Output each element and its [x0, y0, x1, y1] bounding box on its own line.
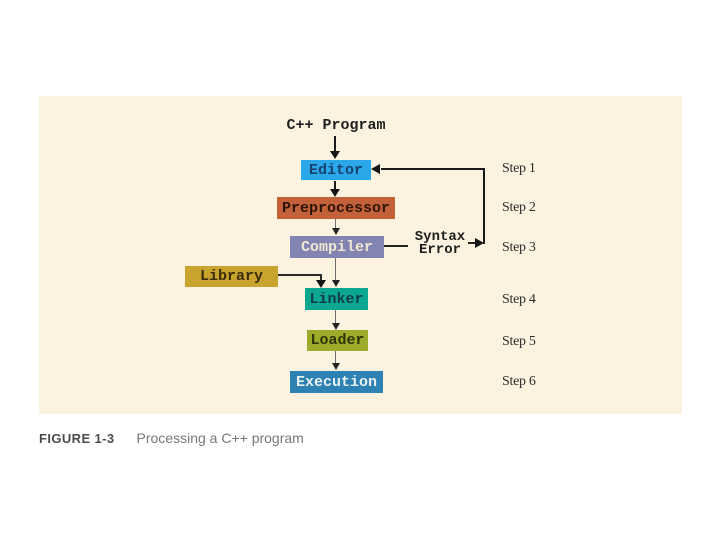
figure-caption-label: FIGURE 1-3	[39, 431, 115, 446]
source-program-label: C++ Program	[286, 117, 386, 134]
node-library: Library	[185, 266, 278, 287]
step-label-4: Step 4	[502, 292, 536, 307]
step-label-2: Step 2	[502, 200, 536, 215]
arrow-preprocessor-to-compiler-line	[335, 219, 336, 229]
arrow-library-to-linker-head	[316, 280, 326, 288]
arrow-linker-to-loader-line	[335, 310, 336, 324]
line-compiler-to-syntax	[384, 245, 408, 247]
arrow-library-to-linker-vline	[320, 274, 322, 281]
arrow-loader-to-execution-line	[335, 351, 336, 364]
step-label-3: Step 3	[502, 240, 536, 255]
step-label-6: Step 6	[502, 374, 536, 389]
loop-horizontal-line	[381, 168, 485, 170]
syntax-error-label: Syntax Error	[408, 229, 472, 258]
node-compiler: Compiler	[290, 236, 384, 258]
arrow-editor-to-preprocessor-head	[330, 189, 340, 197]
node-editor: Editor	[301, 160, 371, 180]
arrow-editor-to-preprocessor-line	[334, 181, 336, 190]
step-label-5: Step 5	[502, 334, 536, 349]
arrow-linker-to-loader-head	[332, 323, 340, 330]
arrow-program-to-editor-head	[330, 151, 340, 159]
arrow-compiler-to-linker-line	[335, 258, 336, 281]
arrow-syntax-to-loop-head	[475, 238, 484, 248]
arrow-program-to-editor-line	[334, 136, 336, 152]
node-linker: Linker	[305, 288, 368, 310]
arrow-loader-to-execution-head	[332, 363, 340, 370]
loop-vertical-line	[483, 168, 485, 244]
node-loader: Loader	[307, 330, 368, 351]
node-preprocessor: Preprocessor	[277, 197, 395, 219]
syntax-error-line1: Syntax	[414, 229, 466, 245]
figure-caption: FIGURE 1-3 Processing a C++ program	[39, 430, 304, 446]
step-label-1: Step 1	[502, 161, 536, 176]
arrow-library-to-linker-hline	[278, 274, 322, 276]
arrow-compiler-to-linker-head	[332, 280, 340, 287]
line-syntax-to-loop	[468, 242, 477, 244]
arrow-preprocessor-to-compiler-head	[332, 228, 340, 235]
syntax-error-line2: Error	[418, 242, 461, 258]
node-execution: Execution	[290, 371, 383, 393]
figure-caption-text: Processing a C++ program	[136, 430, 304, 446]
arrow-loop-to-editor-head	[371, 164, 380, 174]
